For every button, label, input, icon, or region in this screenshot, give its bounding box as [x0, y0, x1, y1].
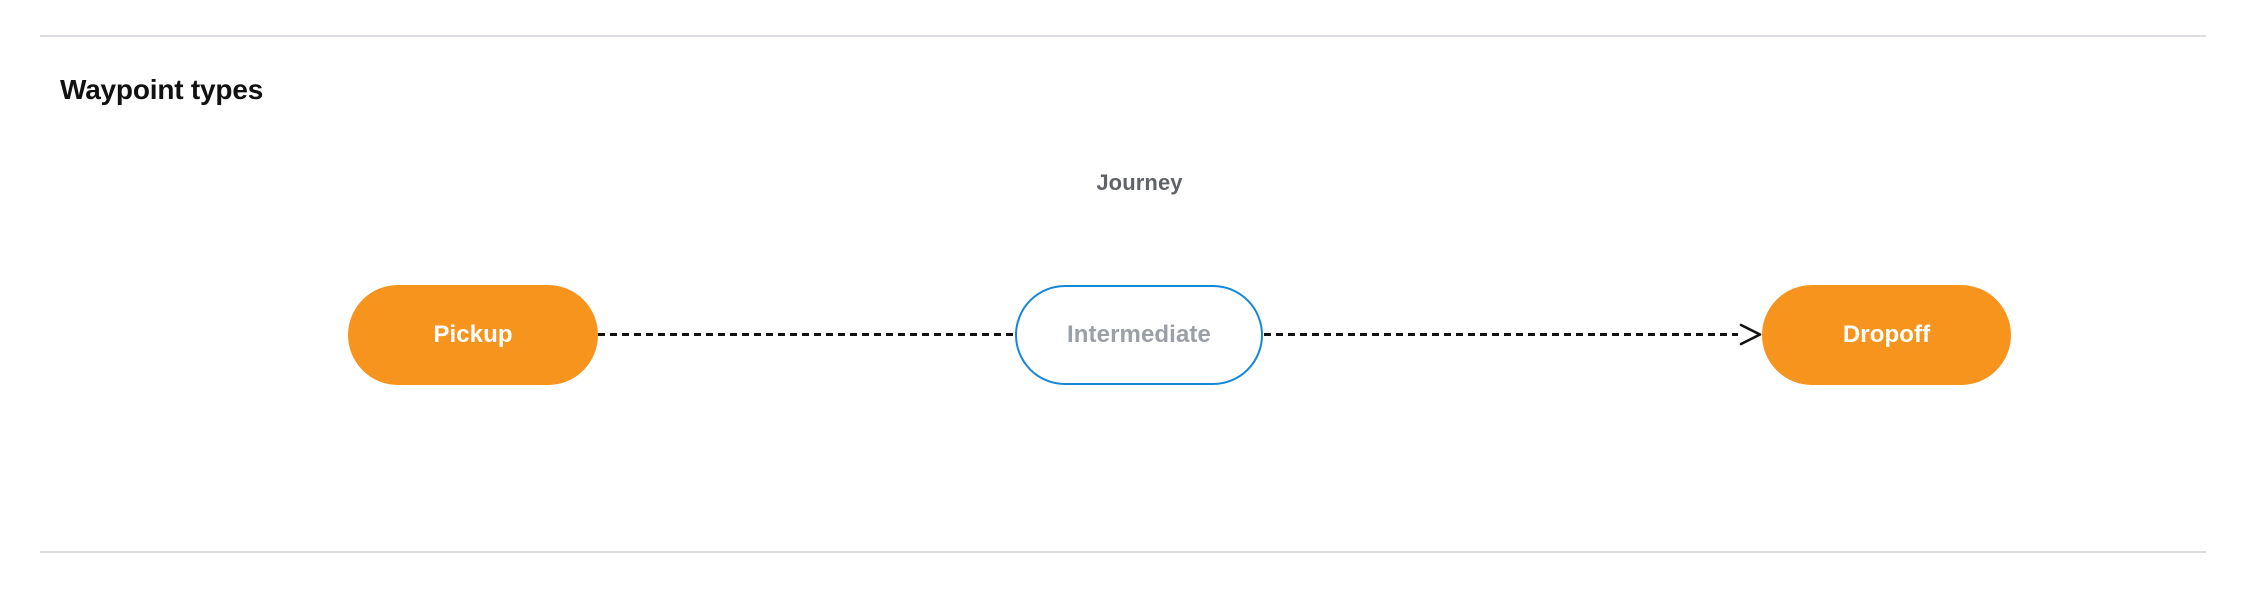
edge-pickup-to-intermediate	[598, 333, 1014, 336]
node-pickup[interactable]: Pickup	[348, 285, 598, 385]
arrow-head-icon	[1734, 320, 1764, 350]
section-divider-bottom	[40, 551, 2206, 553]
section-divider-top	[40, 35, 2206, 37]
node-intermediate-label: Intermediate	[1067, 321, 1211, 348]
journey-cluster-label-text: Journey	[1096, 170, 1183, 195]
edge-intermediate-to-dropoff	[1264, 333, 1738, 336]
journey-cluster-label: Journey	[0, 170, 2245, 196]
node-pickup-label: Pickup	[433, 321, 513, 348]
page-title: Waypoint types	[60, 74, 264, 105]
node-dropoff[interactable]: Dropoff	[1762, 285, 2011, 385]
node-dropoff-label: Dropoff	[1842, 321, 1931, 348]
node-intermediate[interactable]: Intermediate	[1015, 285, 1263, 385]
